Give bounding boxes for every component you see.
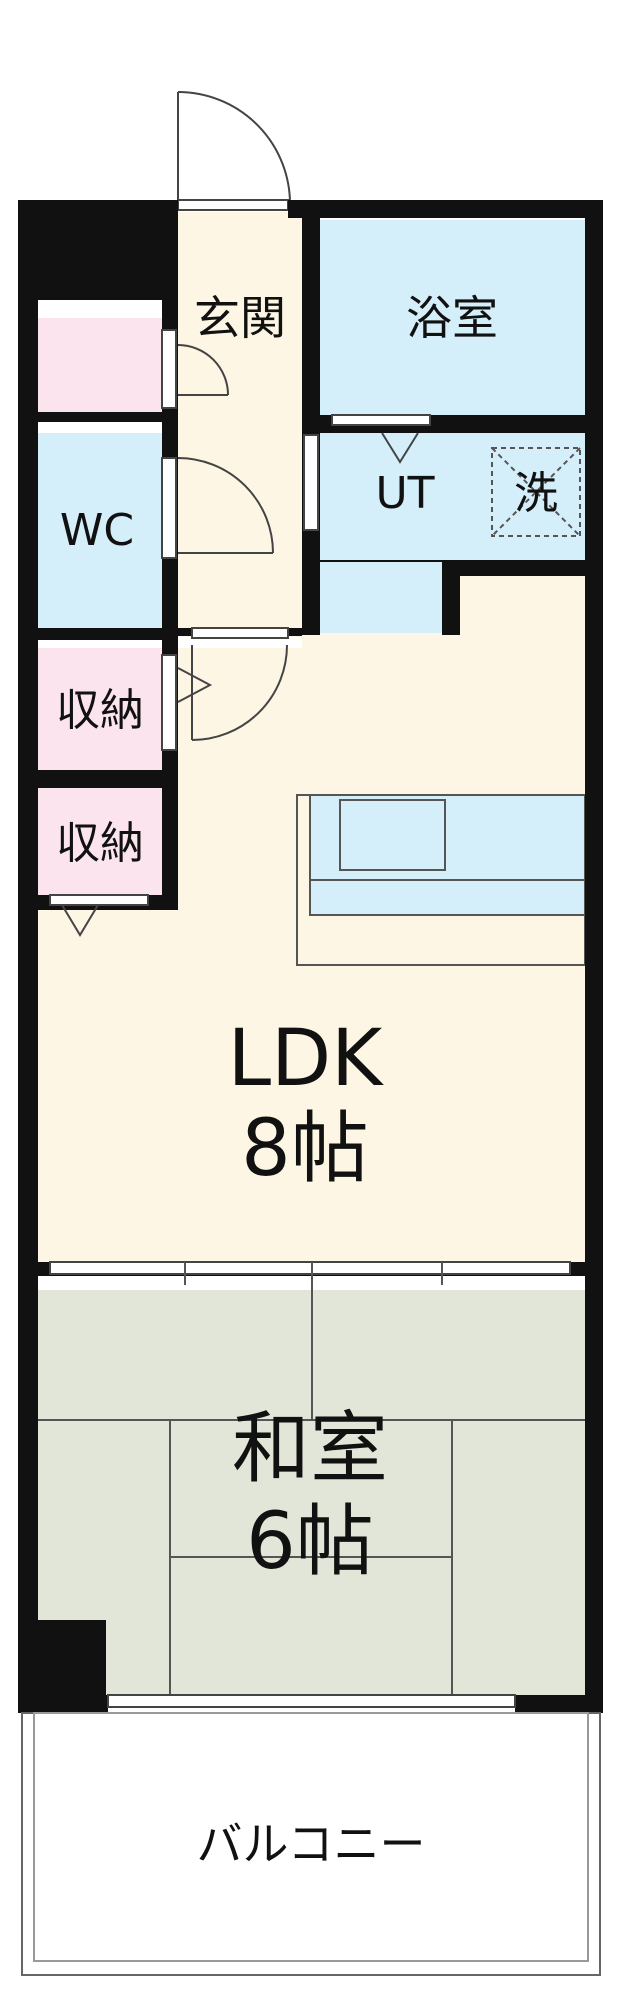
- tatami-lines: [38, 1290, 585, 1695]
- washer-pan: [491, 447, 581, 537]
- entrance-floor: [178, 212, 302, 637]
- room-label-bath: 浴室: [406, 291, 498, 345]
- room-label-storage-upper: 収納: [56, 685, 144, 736]
- room-label-ldk: LDK: [228, 1014, 385, 1104]
- structural-column-bottom: [18, 1620, 106, 1710]
- room-label-storage-lower: 収納: [56, 818, 144, 869]
- room-size-washitsu: 6帖: [246, 1497, 374, 1587]
- wc-floor: [38, 433, 162, 628]
- room-label-wc: WC: [60, 505, 134, 556]
- room-label-entrance: 玄関: [194, 291, 286, 345]
- sliding-door-frame: [184, 1262, 443, 1290]
- storage-upper-floor: [38, 648, 162, 770]
- room-label-washer: 洗: [514, 468, 558, 519]
- room-label-utility: UT: [375, 468, 434, 519]
- room-label-balcony: バルコニー: [196, 1817, 425, 1871]
- room-size-ldk: 8帖: [241, 1104, 369, 1194]
- door-openings: [49, 329, 571, 1708]
- entrance-door: [177, 91, 292, 211]
- bath-floor: [320, 220, 585, 417]
- exterior-walls: [18, 200, 603, 1713]
- storage-lower-floor: [38, 788, 162, 896]
- shoe-storage-floor: [38, 318, 162, 415]
- balcony-area: [21, 1712, 601, 1976]
- door-swings: [61, 344, 419, 937]
- kitchen-counter: [296, 794, 586, 966]
- room-label-washitsu: 和室: [232, 1404, 388, 1494]
- ut-lower-floor: [320, 560, 442, 633]
- structural-column-top: [18, 200, 175, 300]
